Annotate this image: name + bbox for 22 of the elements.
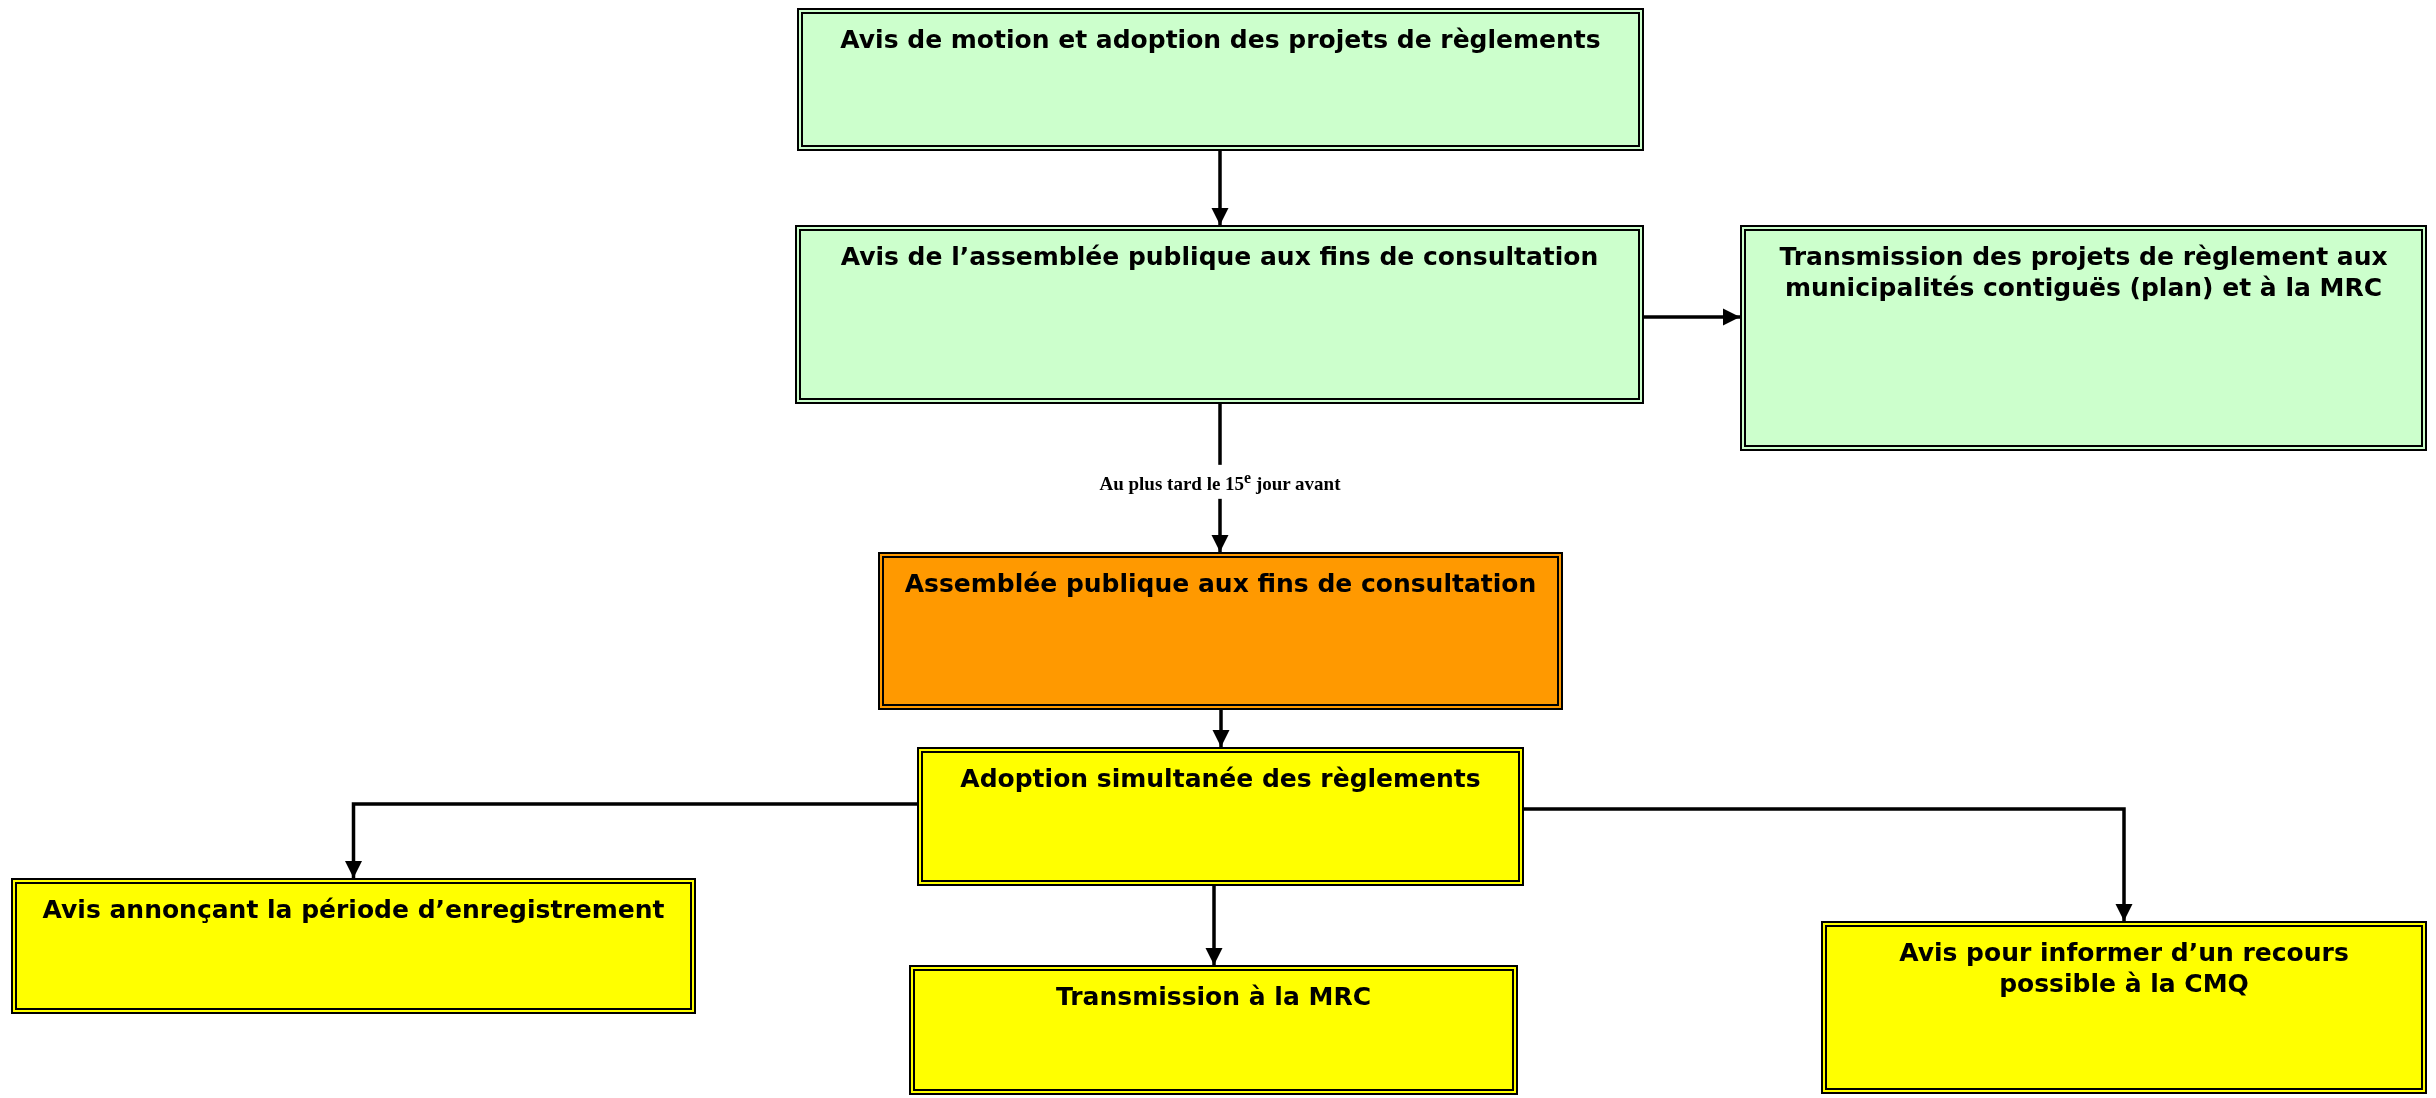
process-box xyxy=(909,965,1518,1095)
box-label: Transmission à la MRC xyxy=(1056,981,1371,1013)
box-label: Avis de motion et adoption des projets de règlements xyxy=(840,24,1601,56)
box-label: Transmission des projets de règlement aux municipalités contiguës (plan) et à la MRC xyxy=(1778,241,2389,304)
arrow xyxy=(1205,886,1223,965)
process-box xyxy=(1821,921,2427,1094)
process-box xyxy=(1740,225,2427,451)
process-box xyxy=(878,552,1563,710)
box-label: Assemblée publique aux fins de consultation xyxy=(904,568,1537,600)
process-box xyxy=(917,747,1524,886)
arrow xyxy=(344,802,917,878)
process-box xyxy=(797,8,1644,151)
process-box xyxy=(11,878,696,1014)
arrow xyxy=(1211,151,1229,225)
arrow xyxy=(1212,710,1230,747)
box-label: Avis de l’assemblée publique aux fins de consultation xyxy=(840,241,1599,273)
box-label: Avis annonçant la période d’enregistrement xyxy=(42,894,665,926)
arrow xyxy=(1644,308,1740,326)
process-box xyxy=(795,225,1644,404)
arrow xyxy=(1524,807,2133,921)
box-label: Adoption simultanée des règlements xyxy=(960,763,1481,795)
box-label: Avis pour informer d’un recours possible à la CMQ xyxy=(1898,937,2350,1000)
